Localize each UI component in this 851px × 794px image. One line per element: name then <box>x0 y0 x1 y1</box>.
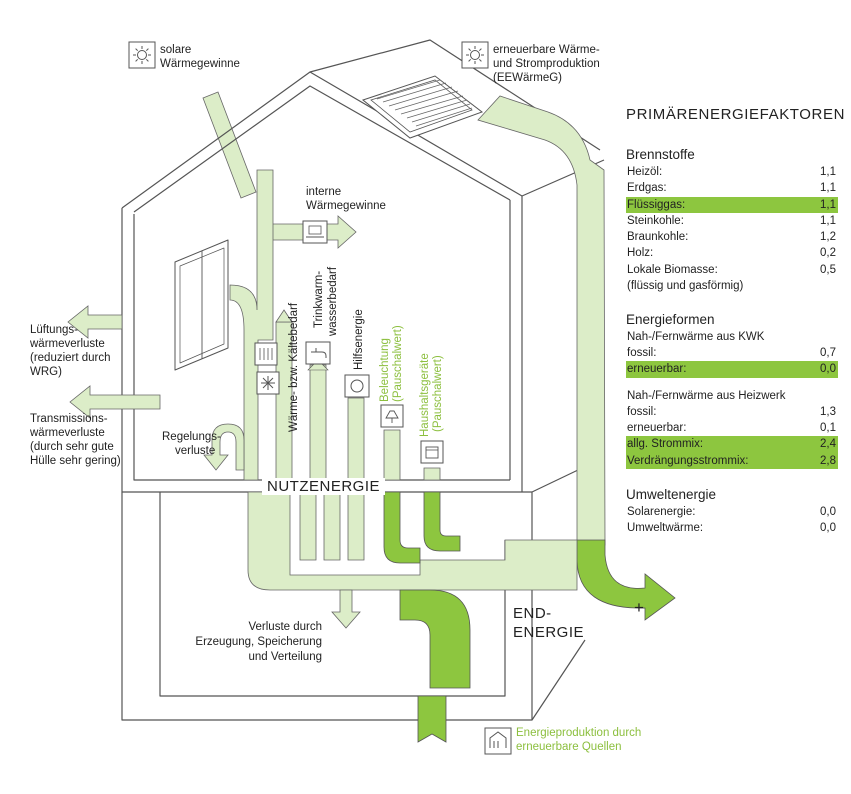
forms-sub1: Nah-/Fernwärme aus KWK <box>627 331 765 344</box>
basement-main-flow <box>247 491 578 591</box>
lighting-flow <box>383 429 401 481</box>
generation-flow <box>399 589 471 689</box>
sun-icon-renewable <box>461 41 489 69</box>
solar-gain-flow <box>202 91 257 199</box>
environment-heading: Umweltenergie <box>626 486 717 502</box>
heat-demand-label: Wärme- bzw. Kältebedarf <box>288 302 300 432</box>
fuels-note: (flüssig und gasförmig) <box>627 280 744 293</box>
hot-water-label-1: Trinkwarm- <box>313 271 325 328</box>
sun-icon <box>128 41 156 69</box>
aux-energy-label: Hilfsenergie <box>353 309 365 370</box>
aux-energy-flow <box>347 397 365 481</box>
form-row: erneuerbar:0,1 <box>627 421 836 434</box>
appliance-icon <box>420 440 444 464</box>
form-row: fossil:1,3 <box>627 405 836 418</box>
control-loss-flow <box>203 423 245 471</box>
primary-energy-factors-panel: PRIMÄRENERGIEFAKTOREN Brennstoffe Heizöl… <box>626 106 846 536</box>
form-row: allg. Strommix:2,4 <box>626 436 838 453</box>
fuels-list: Heizöl:1,1 Erdgas:1,1 Flüssiggas:1,1 Ste… <box>626 164 838 294</box>
transmission-loss-arrow <box>69 385 161 419</box>
transmission-loss-label: Transmissions-wärmeverluste(durch sehr g… <box>30 413 121 467</box>
form-row: Verdrängungsstrommix:2,8 <box>626 452 838 469</box>
renewable-production-flow <box>477 95 606 546</box>
faucet-icon <box>305 341 331 365</box>
heat-demand-flow <box>229 169 274 481</box>
appliances-label-1: Haushaltsgeräte <box>419 353 431 437</box>
snowflake-icon <box>256 371 280 395</box>
lamp-icon <box>380 404 404 428</box>
fuel-row: Erdgas:1,1 <box>627 182 836 195</box>
factors-title: PRIMÄRENERGIEFAKTOREN <box>626 106 846 123</box>
pump-icon <box>344 374 370 398</box>
generation-loss-flow <box>331 589 361 629</box>
env-row: Umweltwärme:0,0 <box>627 522 836 535</box>
fuel-row: Heizöl:1,1 <box>627 166 836 178</box>
hot-water-flow <box>309 364 327 481</box>
hot-water-label-2: wasserbedarf <box>327 266 339 337</box>
house-small-icon <box>484 727 512 755</box>
laptop-icon <box>302 220 328 244</box>
house-outline <box>121 39 605 721</box>
appliances-basement-flow <box>423 491 461 552</box>
radiator-icon <box>254 342 278 366</box>
useful-energy-label: NUTZENERGIE <box>262 478 386 495</box>
lighting-basement-flow <box>383 491 421 564</box>
form-row: fossil:0,7 <box>627 347 836 360</box>
form-row: erneuerbar:0,0 <box>626 361 838 378</box>
appliances-label-2: (Pauschalwert) <box>432 355 444 432</box>
renewable-input-arrow <box>417 695 447 743</box>
env-row: Solarenergie:0,0 <box>627 505 836 518</box>
fuels-heading: Brennstoffe <box>626 147 695 162</box>
fuel-row: Steinkohle:1,1 <box>627 214 836 227</box>
fuel-row: Holz:0,2 <box>627 247 836 260</box>
forms-sub2: Nah-/Fernwärme aus Heizwerk <box>627 389 786 402</box>
final-energy-label: END-ENERGIE <box>513 605 585 641</box>
forms-heading: Energieformen <box>626 312 715 328</box>
control-loss-label: Regelungs-verluste <box>162 431 221 457</box>
lighting-label-2: (Pauschalwert) <box>392 325 404 402</box>
fuel-row: Braunkohle:1,2 <box>627 231 836 244</box>
fuel-row: Lokale Biomasse:0,5 <box>627 263 836 276</box>
lighting-label-1: Beleuchtung <box>379 338 391 402</box>
final-energy-arrow <box>576 539 676 621</box>
ventilation-loss-arrow <box>67 305 123 339</box>
renewable-production-label: erneuerbare Wärme-und Stromproduktion(EE… <box>493 44 600 84</box>
fuel-row: Flüssiggas:1,1 <box>626 196 838 213</box>
solar-panel-icon <box>361 75 484 139</box>
appliances-flow <box>423 467 441 481</box>
plus-sign: + <box>634 598 644 617</box>
